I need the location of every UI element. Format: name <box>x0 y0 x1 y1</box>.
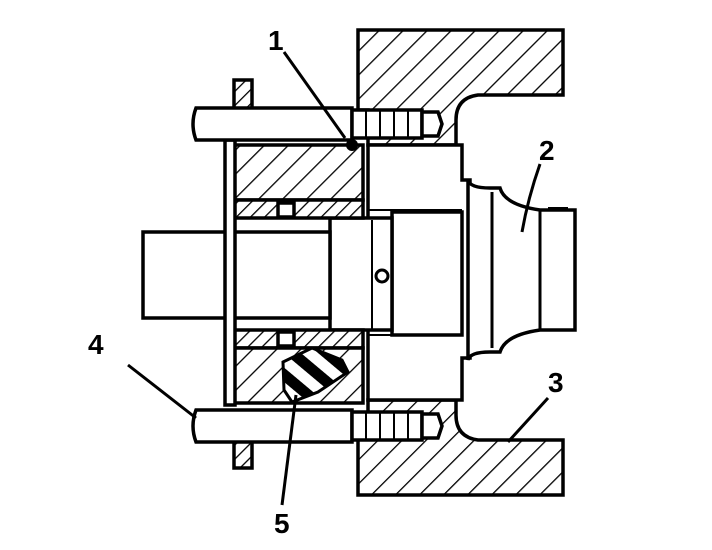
shaft-collar <box>390 210 464 337</box>
stud-upper <box>191 106 354 142</box>
leader-4 <box>127 363 197 420</box>
stud-lower <box>191 408 354 444</box>
callout-1: 1 <box>268 25 284 56</box>
leader-2 <box>520 163 542 233</box>
leader-1 <box>282 51 347 139</box>
leader-lines <box>127 51 550 506</box>
rotor-hub <box>466 179 577 361</box>
stud-bolts <box>191 106 444 444</box>
packing-spring <box>281 346 350 404</box>
stud-upper-thread <box>350 108 424 140</box>
rotor-hub-outline <box>466 179 577 361</box>
packing-upper <box>231 143 365 202</box>
callout-3: 3 <box>548 367 564 398</box>
callout-4: 4 <box>88 329 104 360</box>
packing <box>231 143 365 405</box>
gland-body <box>328 143 472 402</box>
callout-2: 2 <box>539 135 555 166</box>
flange-upper-lug <box>232 78 254 112</box>
pin-hole <box>374 268 390 284</box>
stud-lower-thread <box>350 410 424 442</box>
callout-5: 5 <box>274 508 290 539</box>
leader-3 <box>506 396 550 444</box>
leader-5 <box>280 394 298 506</box>
o-ring <box>346 139 358 151</box>
